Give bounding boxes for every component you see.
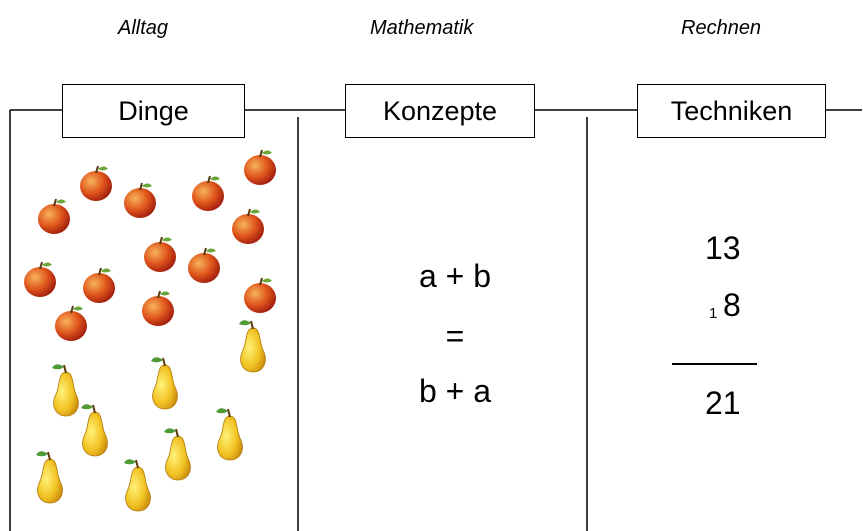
box-techniken-label: Techniken bbox=[670, 95, 793, 126]
pear-icon bbox=[239, 320, 266, 373]
concept-line-3: b + a bbox=[418, 373, 492, 409]
concept-line-1: a + b bbox=[418, 258, 492, 294]
pear-icon bbox=[124, 459, 151, 512]
apple-icon bbox=[124, 182, 156, 218]
apple-icon bbox=[142, 290, 174, 326]
pear-icon bbox=[216, 408, 243, 461]
concept-equals: = bbox=[445, 318, 465, 354]
pear-icon bbox=[81, 404, 108, 457]
apple-icon bbox=[188, 247, 220, 283]
pear-icon bbox=[52, 364, 79, 417]
box-techniken: Techniken bbox=[637, 84, 826, 138]
apple-icon bbox=[55, 305, 87, 341]
category-alltag: Alltag bbox=[118, 17, 169, 39]
addend-second: 8 bbox=[723, 287, 741, 323]
apple-icon bbox=[232, 208, 264, 244]
apple-icon bbox=[80, 165, 112, 201]
box-konzepte-label: Konzepte bbox=[382, 95, 498, 126]
pear-icon bbox=[151, 357, 178, 410]
box-konzepte: Konzepte bbox=[345, 84, 535, 138]
box-dinge: Dinge bbox=[62, 84, 245, 138]
apple-icon bbox=[244, 149, 276, 185]
box-dinge-label: Dinge bbox=[118, 95, 189, 126]
apple-icon bbox=[244, 277, 276, 313]
apple-icon bbox=[24, 261, 56, 297]
apple-icon bbox=[83, 267, 115, 303]
apple-icon bbox=[38, 198, 70, 234]
sum-result: 21 bbox=[705, 385, 741, 421]
apple-icon bbox=[144, 236, 176, 272]
category-rechnen: Rechnen bbox=[681, 17, 762, 39]
pear-icon bbox=[164, 428, 191, 481]
apple-icon bbox=[192, 175, 224, 211]
category-mathematik: Mathematik bbox=[370, 17, 474, 39]
addend-top: 13 bbox=[705, 230, 741, 266]
pear-icon bbox=[36, 451, 63, 504]
carry-digit: 1 bbox=[709, 305, 718, 322]
